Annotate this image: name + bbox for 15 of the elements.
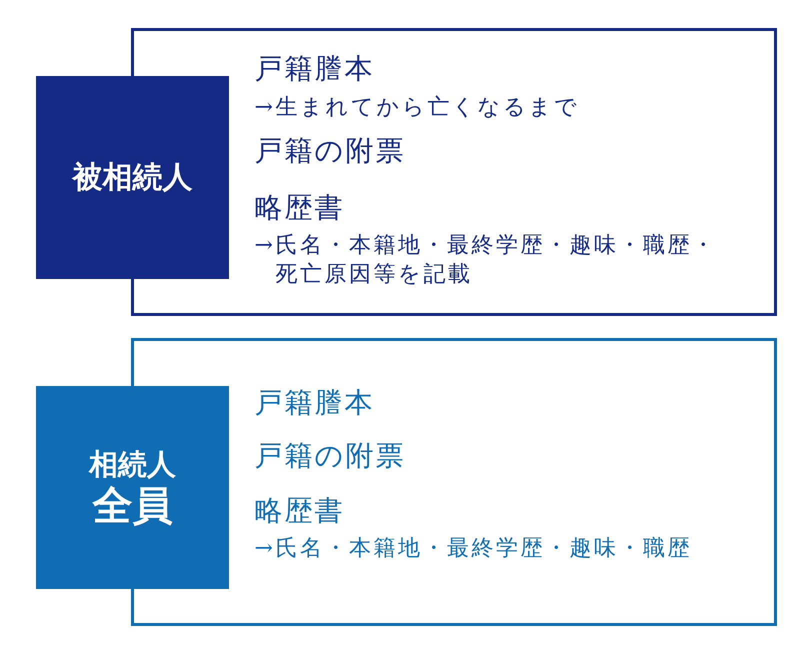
label-text: 相続人 — [89, 446, 176, 482]
item-heading: 略歴書 — [254, 494, 344, 528]
item-heading: 戸籍の附票 — [254, 134, 406, 168]
item-note: →氏名・本籍地・最終学歴・趣味・職歴・死亡原因等を記載 — [254, 232, 718, 288]
item-heading: 略歴書 — [254, 190, 344, 224]
label-box — [36, 76, 229, 279]
item-heading: 戸籍の附票 — [254, 438, 406, 472]
list-box — [131, 28, 777, 316]
label-text: 全員 — [92, 482, 172, 530]
item-note: →生まれてから亡くなるまで — [254, 94, 580, 120]
item-note: →氏名・本籍地・最終学歴・趣味・職歴 — [254, 534, 693, 562]
item-heading: 戸籍謄本 — [254, 52, 374, 86]
label-text: 被相続人 — [72, 160, 192, 196]
label-box — [36, 386, 229, 589]
item-heading: 戸籍謄本 — [254, 386, 374, 420]
